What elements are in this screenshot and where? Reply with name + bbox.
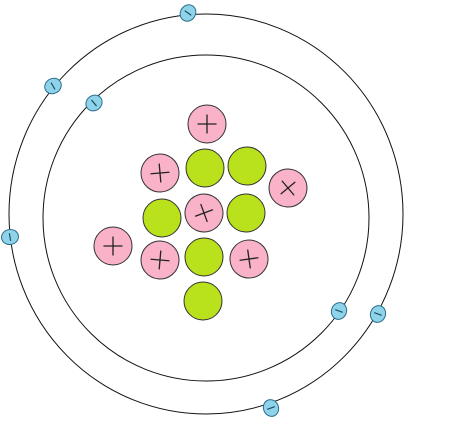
- neutron-group: [142, 146, 267, 321]
- proton: [184, 193, 224, 233]
- electron: [44, 77, 62, 95]
- proton: [187, 104, 227, 144]
- electron: [330, 302, 348, 320]
- inner-orbit: [42, 54, 370, 382]
- neutron: [226, 193, 266, 233]
- neutron: [183, 281, 223, 321]
- outer-orbit: [8, 13, 404, 415]
- proton-group: [93, 104, 308, 280]
- electron: [179, 4, 197, 22]
- neutron: [142, 198, 182, 238]
- proton: [140, 240, 180, 280]
- neutron: [185, 148, 225, 188]
- proton: [229, 239, 269, 279]
- proton: [140, 153, 180, 193]
- electron: [369, 305, 387, 323]
- neutron: [184, 237, 224, 277]
- electron: [1, 228, 19, 246]
- electron: [262, 399, 280, 417]
- neutron: [227, 146, 267, 186]
- proton: [268, 168, 308, 208]
- proton: [93, 226, 133, 266]
- electron: [85, 94, 103, 112]
- electron-group: [1, 4, 387, 417]
